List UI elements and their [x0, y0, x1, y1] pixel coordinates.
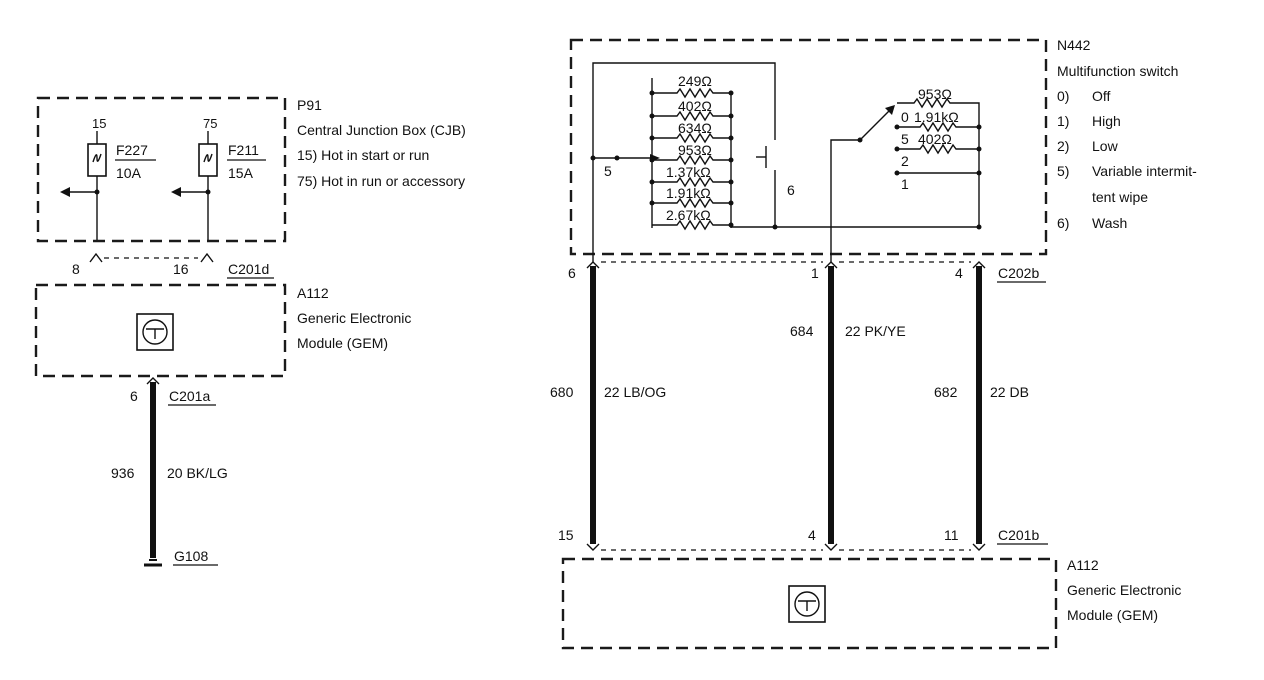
cjb-note-75: 75) Hot in run or accessory — [297, 173, 465, 189]
wash-switch: 6 — [756, 146, 795, 227]
cjb-note-15: 15) Hot in start or run — [297, 147, 429, 163]
position-num: 1) — [1057, 113, 1069, 129]
resistor-value: 249Ω — [678, 73, 712, 89]
wire-spec: 22 PK/YE — [845, 323, 906, 339]
position-num: 5) — [1057, 163, 1069, 179]
connector-pin: 15 — [558, 527, 574, 543]
multifunction-switch-box — [569, 38, 1048, 256]
gem-name-line1: Generic Electronic — [1067, 582, 1181, 598]
contact-label: 0 — [901, 109, 909, 125]
cjb-name: Central Junction Box (CJB) — [297, 122, 466, 138]
contact-label: 5 — [901, 131, 909, 147]
resistor-value: 953Ω — [918, 86, 952, 102]
connector-name: C202b — [998, 265, 1039, 281]
arrow-icon — [60, 187, 70, 197]
gem-box-right — [561, 557, 1058, 650]
gem-name-line1: Generic Electronic — [297, 310, 411, 326]
connector-pin: 1 — [811, 265, 819, 281]
connector-pin: 4 — [955, 265, 963, 281]
internal-label: 6 — [787, 182, 795, 198]
fuse-f211-rating: 15A — [228, 165, 254, 181]
connector-pin: 4 — [808, 527, 816, 543]
circuit-number: 682 — [934, 384, 958, 400]
contact-label: 1 — [901, 176, 909, 192]
connector-name: C201d — [228, 261, 269, 277]
resistor-value: 1.37kΩ — [666, 164, 711, 180]
resistor-value: 402Ω — [918, 131, 952, 147]
gem-id: A112 — [1067, 557, 1099, 573]
harness-wires: 680 22 LB/OG 684 22 PK/YE 682 22 DB — [550, 266, 1029, 544]
connector-pin: 6 — [130, 388, 138, 404]
arrow-icon — [171, 187, 181, 197]
ground-label: G108 — [174, 548, 208, 564]
fuse-f211-name: F211 — [228, 142, 259, 158]
internal-label: 5 — [604, 163, 612, 179]
switch-name: Multifunction switch — [1057, 63, 1178, 79]
switch-positions-legend: 0) Off 1) High 2) Low 5) Variable interm… — [1057, 88, 1197, 231]
resistor-value: 1.91kΩ — [914, 109, 959, 125]
gem-box-left — [34, 283, 287, 378]
resistor-value: 402Ω — [678, 98, 712, 114]
switch-internal-circuit: 5 249Ω 402Ω 634Ω 953Ω 1.37kΩ 1.91kΩ — [590, 62, 982, 262]
resistor-value: 634Ω — [678, 120, 712, 136]
position-num: 6) — [1057, 215, 1069, 231]
resistor-value: 1.91kΩ — [666, 185, 711, 201]
position-label: Low — [1092, 138, 1119, 154]
wire-spec: 22 DB — [990, 384, 1029, 400]
wire-936: 6 C201a 936 20 BK/LG G108 — [111, 377, 228, 567]
position-label: tent wipe — [1092, 189, 1148, 205]
resistor-ladder-left: 249Ω 402Ω 634Ω 953Ω 1.37kΩ 1.91kΩ 2.67kΩ — [649, 73, 734, 231]
gem-id: A112 — [297, 285, 329, 301]
wire-spec: 20 BK/LG — [167, 465, 228, 481]
switch-id: N442 — [1057, 37, 1091, 53]
fuse-f211: 75 F211 15A — [171, 116, 266, 240]
cjb-id: P91 — [297, 97, 322, 113]
connector-pin: 16 — [173, 261, 189, 277]
circuit-number: 680 — [550, 384, 574, 400]
position-label: Variable intermit- — [1092, 163, 1197, 179]
circuit-number: 936 — [111, 465, 135, 481]
connector-pin: 11 — [944, 527, 959, 543]
gem-name-line2: Module (GEM) — [297, 335, 388, 351]
fuse-f227: 15 F227 10A — [60, 116, 156, 240]
fuse-terminal-15: 15 — [92, 116, 106, 131]
connector-name: C201a — [169, 388, 210, 404]
connector-name: C201b — [998, 527, 1039, 543]
contact-label: 2 — [901, 153, 909, 169]
position-num: 2) — [1057, 138, 1069, 154]
connector-pin: 8 — [72, 261, 80, 277]
fuse-f227-rating: 10A — [116, 165, 142, 181]
position-num: 0) — [1057, 88, 1069, 104]
fuse-f227-name: F227 — [116, 142, 148, 158]
cjb-box — [36, 96, 287, 243]
gem-name-line2: Module (GEM) — [1067, 607, 1158, 623]
fuse-terminal-75: 75 — [203, 116, 217, 131]
wire-spec: 22 LB/OG — [604, 384, 666, 400]
circuit-number: 684 — [790, 323, 814, 339]
connector-pin: 6 — [568, 265, 576, 281]
position-label: High — [1092, 113, 1121, 129]
position-label: Off — [1092, 88, 1111, 104]
connector-c202b: 6 1 4 C202b — [568, 261, 1046, 283]
position-label: Wash — [1092, 215, 1127, 231]
resistor-ladder-right: 953Ω 1.91kΩ 402Ω 0 5 2 1 — [894, 86, 982, 230]
resistor-value: 953Ω — [678, 142, 712, 158]
connector-c201b: 15 4 11 C201b — [558, 527, 1048, 551]
connector-c201d: 8 16 C201d — [72, 252, 274, 279]
resistor-value: 2.67kΩ — [666, 207, 711, 223]
